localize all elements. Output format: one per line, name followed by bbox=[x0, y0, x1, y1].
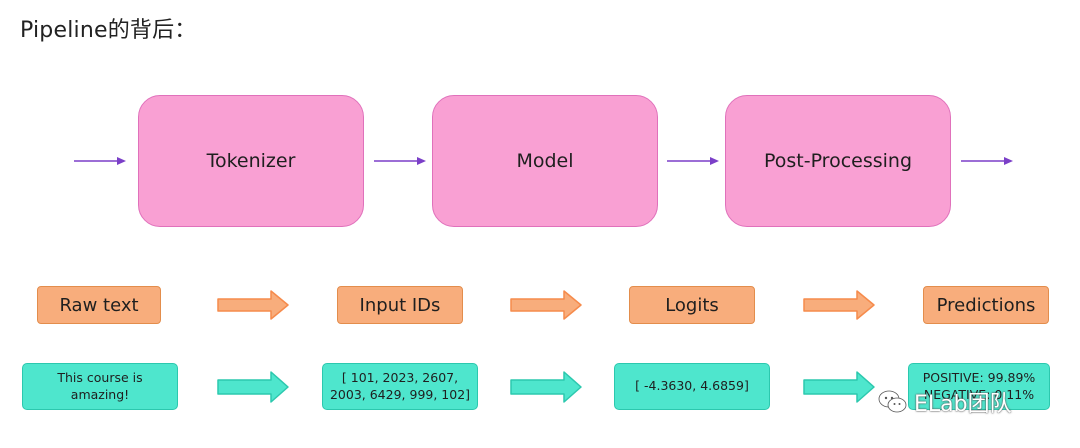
wechat-icon bbox=[878, 389, 907, 413]
label-arrows bbox=[217, 290, 875, 320]
page-title: Pipeline的背后： bbox=[20, 18, 197, 43]
watermark-text: ELab团队 bbox=[914, 392, 1012, 417]
data-label: Raw text bbox=[59, 294, 139, 316]
value-predictions: POSITIVE: 99.89% NEGATIVE: 0.11% bbox=[908, 363, 1050, 410]
label-arrow-2 bbox=[510, 290, 582, 320]
stage-label: Post-Processing bbox=[763, 150, 913, 172]
data-value: [ 101, 2023, 2607, 2003, 6429, 999, 102] bbox=[329, 369, 471, 402]
data-value: [ -4.3630, 4.6859] bbox=[635, 378, 749, 394]
stage-label: Tokenizer bbox=[206, 150, 296, 172]
value-input-ids: [ 101, 2023, 2607, 2003, 6429, 999, 102] bbox=[322, 363, 478, 410]
stage-model: Model bbox=[432, 95, 658, 227]
data-label: Predictions bbox=[936, 294, 1036, 316]
data-value: POSITIVE: 99.89% NEGATIVE: 0.11% bbox=[922, 369, 1036, 402]
stage-tokenizer: Tokenizer bbox=[138, 95, 364, 227]
label-input-ids: Input IDs bbox=[337, 286, 463, 324]
value-arrow-3 bbox=[803, 371, 875, 403]
input-flow-arrowhead bbox=[117, 157, 126, 165]
value-logits: [ -4.3630, 4.6859] bbox=[614, 363, 770, 410]
data-label: Logits bbox=[665, 294, 719, 316]
data-value: This course is amazing! bbox=[57, 369, 143, 402]
value-arrows bbox=[217, 371, 875, 403]
label-raw-text: Raw text bbox=[37, 286, 161, 324]
label-logits: Logits bbox=[629, 286, 755, 324]
data-label: Input IDs bbox=[359, 294, 441, 316]
model-to-postprocessing-arrowhead bbox=[710, 157, 719, 165]
label-arrow-3 bbox=[803, 290, 875, 320]
label-arrow-1 bbox=[217, 290, 289, 320]
output-flow-arrowhead bbox=[1004, 157, 1013, 165]
value-arrow-2 bbox=[510, 371, 582, 403]
tokenizer-to-model-arrowhead bbox=[417, 157, 426, 165]
stage-label: Model bbox=[516, 150, 574, 172]
label-predictions: Predictions bbox=[923, 286, 1049, 324]
flow-arrows bbox=[74, 157, 1013, 165]
value-arrow-1 bbox=[217, 371, 289, 403]
stage-post-processing: Post-Processing bbox=[725, 95, 951, 227]
value-raw-text: This course is amazing! bbox=[22, 363, 178, 410]
watermark: ELab团队 bbox=[878, 386, 1048, 418]
